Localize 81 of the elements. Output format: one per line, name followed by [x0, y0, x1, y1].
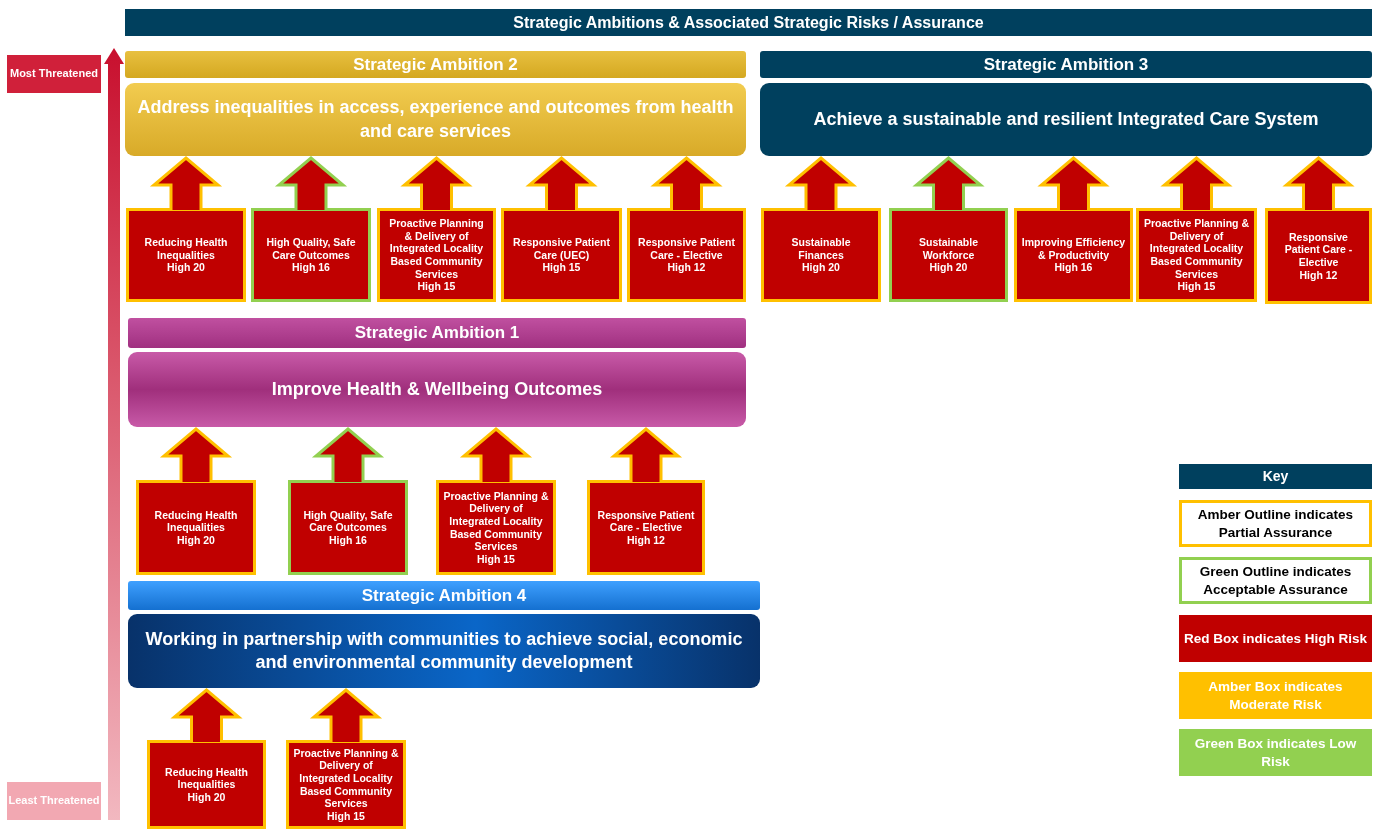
- risk-score: High 15: [417, 280, 456, 293]
- risk-score: High 12: [667, 261, 706, 274]
- block-arrow: [1160, 156, 1233, 212]
- risk-box: [587, 480, 705, 575]
- risk-name: Responsive Patient Care (UEC): [512, 236, 611, 262]
- risk-name: Responsive Patient Care - Elective: [637, 236, 736, 262]
- risk-score: High 20: [167, 261, 205, 274]
- block-arrow: [149, 156, 223, 212]
- ambition-text: Achieve a sustainable and resilient Integrated Care System: [813, 107, 1319, 131]
- risk-score: High 16: [292, 261, 330, 274]
- key-heading: Key: [1179, 464, 1372, 489]
- legend-item: Amber Outline indicates Partial Assurance: [1179, 500, 1372, 547]
- title-banner: Strategic Ambitions & Associated Strategic Risks / Assurance: [125, 9, 1372, 36]
- risk-box: [1265, 208, 1372, 304]
- block-arrow: [1282, 156, 1355, 212]
- risk-name: Sustainable Finances: [790, 236, 852, 262]
- risk-box: [126, 208, 246, 302]
- risk-box: [286, 740, 406, 829]
- risk-box: [377, 208, 496, 302]
- block-arrow: [912, 156, 985, 212]
- ambition-header: Strategic Ambition 4: [128, 581, 760, 610]
- risk-box: [147, 740, 266, 829]
- legend-item: Green Outline indicates Acceptable Assurance: [1179, 557, 1372, 604]
- risk-name: High Quality, Safe Care Outcomes: [302, 508, 394, 534]
- risk-box: [501, 208, 622, 302]
- risk-score: High 15: [477, 552, 515, 566]
- ambition-text: Address inequalities in access, experience and outcomes from health and care services: [137, 96, 734, 143]
- risk-score: High 20: [802, 261, 840, 274]
- block-arrow: [1037, 156, 1110, 212]
- block-arrow: [650, 156, 723, 212]
- risk-score: High 20: [929, 261, 968, 274]
- scale-label: Most Threatened: [7, 55, 101, 93]
- block-arrow: [274, 156, 348, 212]
- legend-item: Amber Box indicates Moderate Risk: [1179, 672, 1372, 719]
- risk-score: High 16: [1054, 261, 1093, 274]
- risk-name: Improving Efficiency & Productivity: [1021, 236, 1126, 262]
- ambition-text: Working in partnership with communities to achieve social, economic and environmental community development: [144, 627, 744, 674]
- block-arrow: [309, 688, 383, 744]
- risk-box: [136, 480, 256, 575]
- risk-box: [1014, 208, 1133, 302]
- block-arrow: [525, 156, 598, 212]
- block-arrow: [311, 427, 385, 484]
- risk-score: High 20: [177, 533, 215, 547]
- block-arrow: [459, 427, 533, 484]
- block-arrow: [400, 156, 473, 212]
- risk-score: High 16: [329, 533, 367, 547]
- risk-box: [627, 208, 746, 302]
- risk-box: [761, 208, 881, 302]
- risk-score: High 15: [1177, 280, 1216, 293]
- block-arrow: [170, 688, 243, 744]
- risk-name: Responsive Patient Care - Elective: [596, 508, 696, 534]
- risk-name: High Quality, Safe Care Outcomes: [265, 236, 357, 262]
- scale-label: Least Threatened: [7, 782, 101, 820]
- risk-box: [889, 208, 1008, 302]
- risk-box: [436, 480, 556, 575]
- risk-score: High 15: [327, 809, 365, 823]
- legend-item: Green Box indicates Low Risk: [1179, 729, 1372, 776]
- risk-box: [288, 480, 408, 575]
- block-arrow: [159, 427, 233, 484]
- risk-score: High 12: [1299, 268, 1338, 282]
- risk-name: Reducing Health Inequalities: [143, 236, 229, 262]
- legend-item: Red Box indicates High Risk: [1179, 615, 1372, 662]
- risk-name: Proactive Planning & Delivery of Integrated Locality Based Community Services: [293, 746, 399, 810]
- ambition-header: Strategic Ambition 3: [760, 51, 1372, 78]
- risk-score: High 20: [187, 790, 226, 804]
- risk-box: [251, 208, 371, 302]
- risk-name: Sustainable Workforce: [918, 236, 979, 262]
- risk-name: Reducing Health Inequalities: [153, 508, 239, 534]
- risk-name: Responsive Patient Care - Elective: [1283, 230, 1354, 269]
- risk-score: High 12: [627, 533, 665, 547]
- block-arrow: [784, 156, 858, 212]
- risk-name: Proactive Planning & Delivery of Integrated Locality Based Community Services: [388, 217, 485, 281]
- risk-box: [1136, 208, 1257, 302]
- risk-name: Proactive Planning & Delivery of Integrated Locality Based Community Services: [1143, 217, 1250, 281]
- block-arrow: [609, 427, 683, 484]
- risk-name: Proactive Planning & Delivery of Integrated Locality Based Community Services: [443, 489, 549, 553]
- ambition-header: Strategic Ambition 2: [125, 51, 746, 78]
- risk-name: Reducing Health Inequalities: [164, 765, 249, 791]
- ambition-text: Improve Health & Wellbeing Outcomes: [271, 377, 603, 401]
- risk-score: High 15: [542, 261, 581, 274]
- ambition-header: Strategic Ambition 1: [128, 318, 746, 348]
